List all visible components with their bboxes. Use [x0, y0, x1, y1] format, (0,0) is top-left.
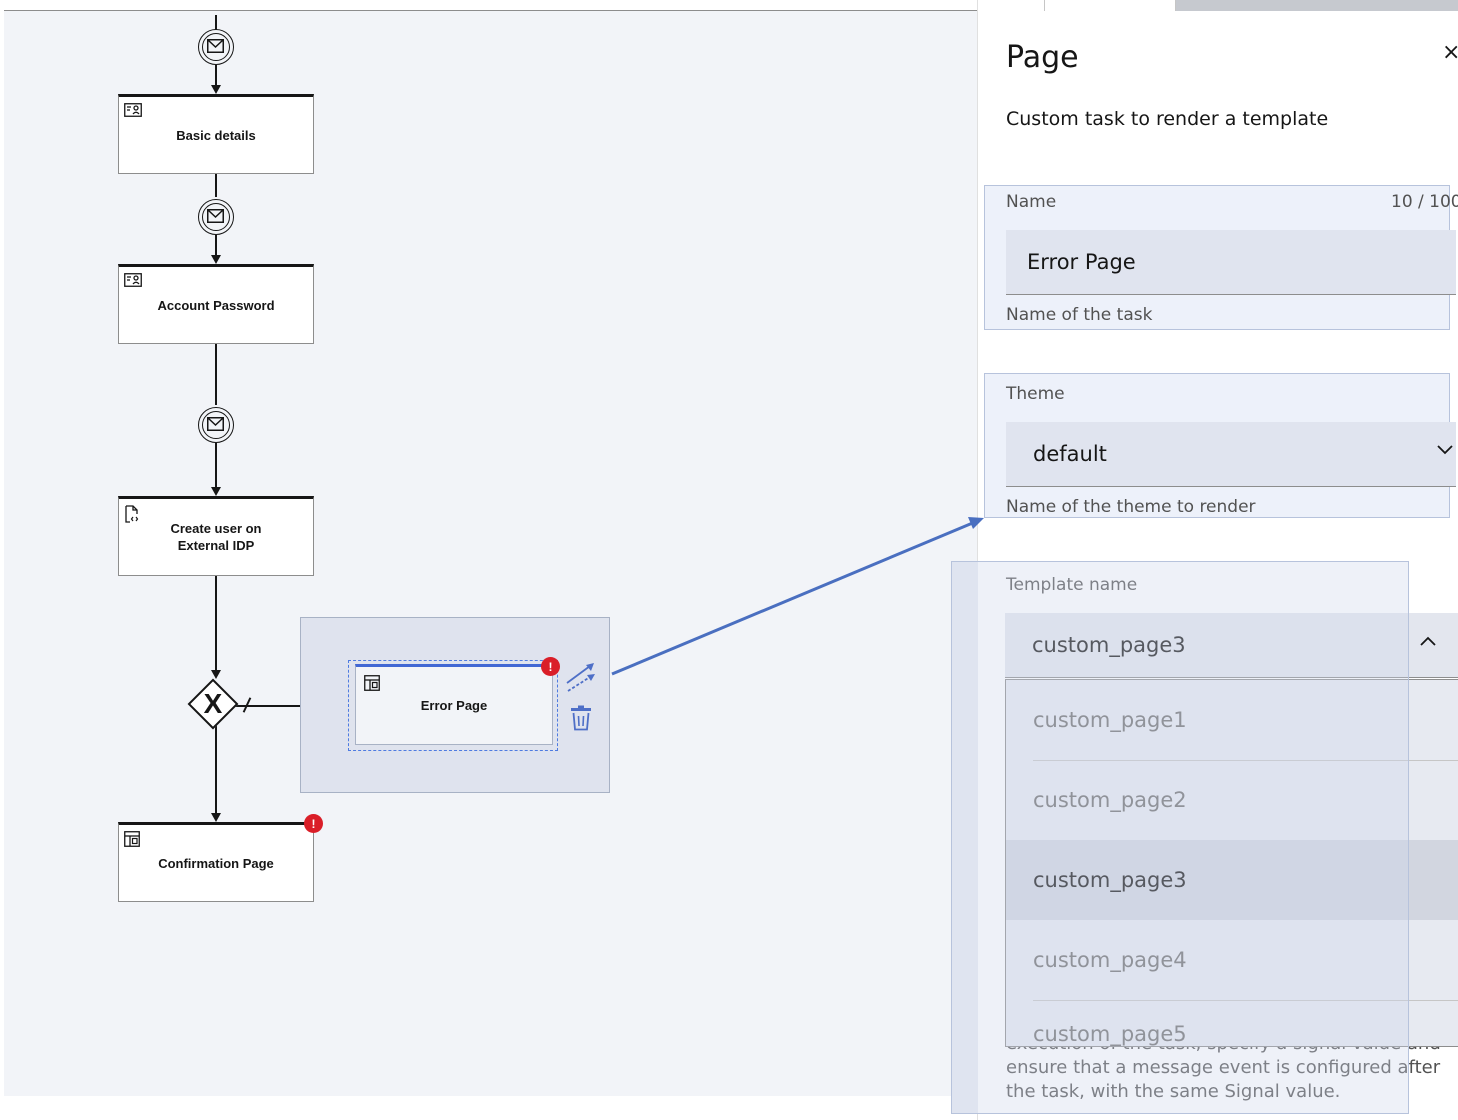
panel-tabs	[978, 0, 1458, 12]
envelope-icon	[207, 39, 224, 53]
gateway-x-icon: X	[203, 688, 223, 719]
script-document-icon	[125, 505, 139, 523]
edge	[215, 173, 217, 197]
edge	[215, 575, 217, 673]
dropdown-option-custom-page2[interactable]: custom_page2	[1006, 760, 1458, 840]
theme-select-value: default	[1033, 442, 1107, 466]
page-layout-icon	[124, 831, 140, 847]
edge	[215, 15, 217, 35]
task-error-page[interactable]: Error Page	[355, 664, 553, 745]
option-label: custom_page1	[1033, 708, 1187, 732]
option-label: custom_page5	[1033, 1022, 1187, 1046]
panel-tab[interactable]	[978, 0, 1045, 11]
theme-label: Theme	[1006, 384, 1065, 404]
workflow-canvas[interactable]: Basic details Account Password Create us…	[4, 10, 977, 1096]
envelope-icon	[207, 209, 224, 223]
chevron-down-icon	[1437, 445, 1453, 455]
task-basic-details[interactable]: Basic details	[118, 94, 314, 174]
close-icon[interactable]: ×	[1442, 40, 1458, 65]
template-select[interactable]: custom_page3	[1005, 613, 1458, 678]
chevron-up-icon	[1420, 636, 1436, 646]
task-label: Basic details	[176, 127, 256, 143]
help-text-line: the task, with the same Signal value.	[1006, 1081, 1341, 1102]
dropdown-option-custom-page3[interactable]: custom_page3	[1006, 840, 1458, 920]
annotation-highlight-strip	[951, 561, 978, 1114]
edge	[215, 713, 217, 815]
edge	[215, 343, 217, 405]
edge	[215, 443, 217, 489]
error-badge[interactable]: !	[541, 657, 560, 676]
envelope-icon	[207, 417, 224, 431]
message-event[interactable]	[198, 29, 234, 65]
task-account-password[interactable]: Account Password	[118, 264, 314, 344]
template-label: Template name	[1006, 575, 1138, 595]
task-label: Confirmation Page	[158, 855, 274, 871]
panel-tab-active[interactable]	[1176, 0, 1458, 11]
connect-arrow-icon[interactable]	[564, 661, 598, 693]
message-event[interactable]	[198, 199, 234, 235]
option-label: custom_page4	[1033, 948, 1187, 972]
dropdown-option-custom-page4[interactable]: custom_page4	[1006, 920, 1458, 1000]
option-label: custom_page3	[1033, 868, 1187, 892]
panel-tab[interactable]	[1045, 0, 1176, 11]
trash-icon[interactable]	[570, 705, 592, 731]
name-input[interactable]: Error Page	[1006, 230, 1456, 295]
edge-arrow	[211, 85, 221, 94]
user-form-icon	[124, 103, 142, 117]
theme-field-group: Theme default Name of the theme to rende…	[984, 373, 1456, 518]
task-label: Error Page	[420, 698, 488, 713]
task-confirmation-page[interactable]: Confirmation Page	[118, 822, 314, 902]
edge-arrow	[211, 813, 221, 822]
selection-outline	[348, 660, 558, 751]
message-event[interactable]	[198, 407, 234, 443]
edge-arrow	[211, 487, 221, 496]
option-label: custom_page2	[1033, 788, 1187, 812]
help-text-line: ensure that a message event is configure…	[1006, 1057, 1441, 1078]
page-layout-icon	[364, 675, 380, 691]
task-create-user[interactable]: Create user on External IDP	[118, 496, 314, 576]
task-label: Create user on External IDP	[170, 521, 262, 553]
user-form-icon	[124, 273, 142, 287]
panel-description: Custom task to render a template	[1006, 108, 1329, 130]
edge-arrow	[211, 670, 221, 679]
template-select-value: custom_page3	[1032, 633, 1186, 657]
dropdown-option-custom-page5[interactable]: custom_page5	[1006, 1000, 1458, 1046]
name-helper: Name of the task	[1006, 305, 1153, 325]
name-counter: 10 / 100	[1391, 192, 1458, 212]
error-badge[interactable]: !	[304, 814, 323, 833]
edge	[215, 235, 217, 257]
panel-title: Page	[1006, 40, 1079, 75]
name-field-group: Name 10 / 100 Error Page Name of the tas…	[984, 185, 1458, 330]
task-label: Account Password	[157, 297, 275, 313]
dropdown-option-custom-page1[interactable]: custom_page1	[1006, 680, 1458, 760]
name-label: Name	[1006, 192, 1057, 212]
properties-panel: Page × Custom task to render a template …	[977, 0, 1458, 1120]
template-dropdown-menu: custom_page1 custom_page2 custom_page3 c…	[1005, 679, 1458, 1047]
edge	[228, 705, 348, 707]
edge	[215, 65, 217, 85]
theme-select[interactable]: default	[1006, 422, 1456, 487]
name-input-value: Error Page	[1027, 250, 1136, 274]
edge-arrow	[211, 255, 221, 264]
theme-helper: Name of the theme to render	[1006, 497, 1256, 517]
